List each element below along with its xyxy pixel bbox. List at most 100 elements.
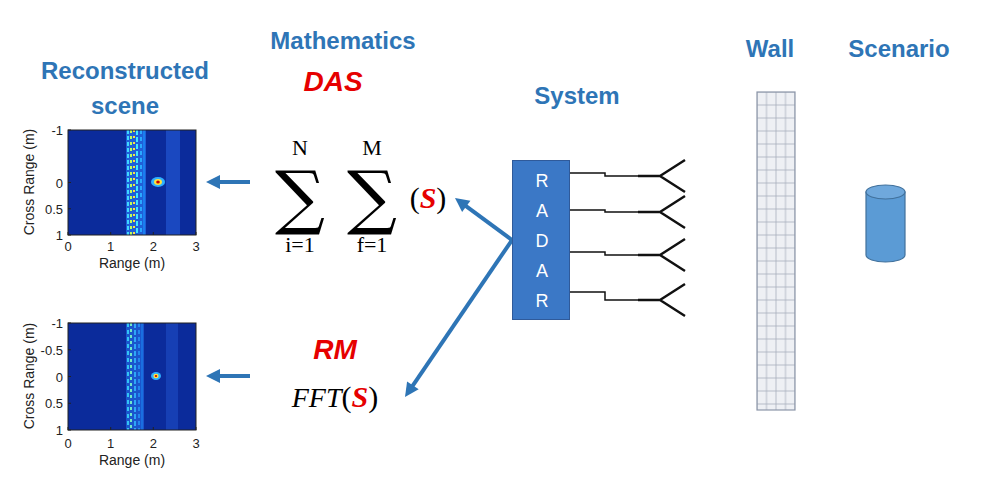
axes-box <box>68 130 196 235</box>
arrow-head <box>455 198 470 212</box>
arrow-head <box>405 381 419 397</box>
sum-limit-group: f=1 <box>357 232 388 258</box>
axis-title: Cross Range (m) <box>21 129 37 236</box>
sum-symbol-group: ∑ <box>275 162 325 232</box>
tick-label-group: 1 <box>107 239 114 254</box>
cylinder-target <box>866 185 905 262</box>
heatmap-stripe <box>130 323 132 430</box>
tick-label: 3 <box>192 239 199 254</box>
section-heading: System <box>534 78 619 113</box>
tick-label-group: 3 <box>192 239 199 254</box>
signal-term: FFT <box>292 382 342 414</box>
sum-symbol-group: ∑ <box>347 162 397 232</box>
tick-label-group: 0 <box>64 436 71 451</box>
tick-label-group: -1 <box>51 123 63 138</box>
axis-title-group: Range (m) <box>99 452 165 468</box>
signal-term-group: FFT(S) <box>292 380 378 414</box>
arrow-line <box>465 205 512 240</box>
tick-label-group: 0.5 <box>45 396 63 411</box>
heatmap-band <box>126 130 146 235</box>
signal-term: ) <box>436 181 446 215</box>
tick-label-group: 0 <box>56 369 63 384</box>
arrow-head <box>206 175 220 189</box>
radar-box: RADAR <box>512 160 570 320</box>
heatmap-stripe <box>134 323 136 430</box>
target-spot <box>154 179 162 185</box>
axis-title-group: Cross Range (m) <box>21 323 37 430</box>
tick-label: 0 <box>64 436 71 451</box>
method-name-group: RM <box>313 334 357 366</box>
heatmap-stripe <box>141 323 143 430</box>
heatmap-stripe <box>127 323 129 430</box>
tick-label-group: 1 <box>107 436 114 451</box>
arrow-line <box>218 374 250 378</box>
tick-label-group: 0.5 <box>45 201 63 216</box>
method-name: DAS <box>303 66 362 98</box>
tick-label-group: 1 <box>56 423 63 438</box>
heatmap-ground <box>68 130 196 235</box>
axis-title: Range (m) <box>99 452 165 468</box>
wire <box>570 173 640 176</box>
tick-label: -1 <box>51 123 63 138</box>
heatmap-stripe <box>138 323 140 430</box>
method-name: RM <box>313 334 357 366</box>
cylinder-top <box>866 185 905 199</box>
section-heading: Scenario <box>848 31 949 66</box>
tick-label-group: 2 <box>150 239 157 254</box>
antenna-symbol <box>638 160 685 192</box>
axis-ticks <box>68 130 196 235</box>
sum-symbol: ∑ <box>347 162 397 232</box>
antenna-symbol <box>638 239 685 271</box>
tick-label-group: 0 <box>64 239 71 254</box>
target-spot <box>156 181 160 184</box>
wire <box>570 252 640 255</box>
method-name-group: DAS <box>303 66 362 98</box>
heatmap-ground <box>68 323 196 430</box>
heading-group: System <box>534 78 619 113</box>
tick-label: 0 <box>56 175 63 190</box>
heading-group: Wall <box>746 31 794 66</box>
flow-arrow <box>206 369 250 383</box>
heatmap-band <box>166 323 178 430</box>
tick-label-group: -1 <box>51 316 63 331</box>
heatmap-top <box>68 130 196 235</box>
signal-term: S <box>352 380 369 414</box>
wall-texture <box>757 92 795 410</box>
antenna-array <box>570 160 685 316</box>
tick-label: 2 <box>150 436 157 451</box>
target-spot <box>151 177 165 187</box>
tick-label: -1 <box>51 316 63 331</box>
tick-label: 1 <box>107 436 114 451</box>
heatmap-band <box>166 130 180 235</box>
tick-label-group: 0 <box>56 175 63 190</box>
heading-group: Reconstructed scene <box>10 53 240 123</box>
flow-arrow <box>206 175 250 189</box>
tick-label-group: 3 <box>192 436 199 451</box>
tick-label: 0.5 <box>45 396 63 411</box>
axis-title-group: Range (m) <box>99 255 165 271</box>
signal-term: ) <box>368 380 378 414</box>
arrow-line <box>218 180 250 184</box>
signal-term: ( <box>410 181 420 215</box>
axis-title: Range (m) <box>99 255 165 271</box>
heading-group: Mathematics <box>270 23 415 58</box>
sum-symbol: ∑ <box>275 162 325 232</box>
heading-group: Scenario <box>848 31 949 66</box>
axis-title-group: Cross Range (m) <box>21 129 37 236</box>
heatmap-stripe <box>133 130 135 235</box>
signal-term-group: (S) <box>410 181 447 215</box>
formula-block: DASN∑i=1M∑f=1(S) <box>250 60 455 261</box>
heatmap-bottom <box>68 323 196 430</box>
tick-label: 0 <box>56 369 63 384</box>
target-spot <box>151 372 161 380</box>
signal-term: ( <box>342 380 352 414</box>
arrow-line <box>412 240 512 387</box>
cylinder-body <box>866 192 905 262</box>
section-heading: Wall <box>746 31 794 66</box>
sum-limit: i=1 <box>285 232 315 258</box>
tick-label: 0.5 <box>45 201 63 216</box>
tick-label-group: -0.5 <box>41 342 63 357</box>
heatmap-stripe <box>127 130 129 235</box>
wire <box>570 210 640 212</box>
